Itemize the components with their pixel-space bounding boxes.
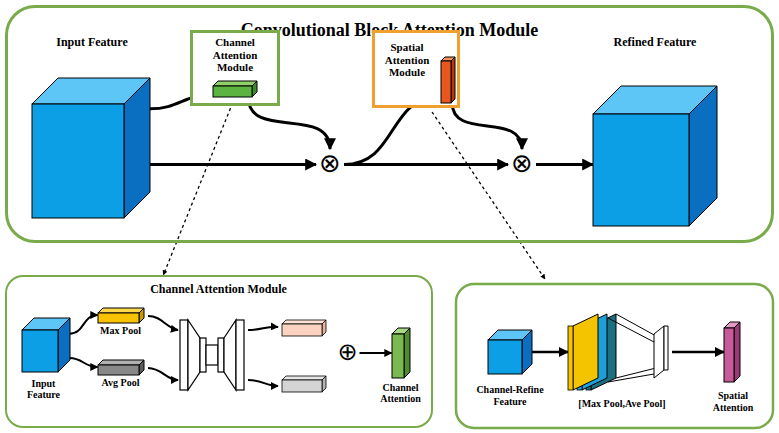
block-figure xyxy=(441,57,455,103)
side-face xyxy=(522,330,532,374)
front-face xyxy=(98,365,139,375)
flow-arrow xyxy=(532,351,568,354)
feature-cube: Input Feature xyxy=(12,318,76,413)
side-face xyxy=(124,78,150,218)
feature-slab xyxy=(573,314,598,390)
flow-arrow xyxy=(70,315,98,334)
spatial-module-frame xyxy=(456,284,773,428)
node-label: Avg Pool xyxy=(92,377,150,389)
flow-arrow xyxy=(360,352,392,354)
zoom-leader xyxy=(432,112,545,279)
block-figure xyxy=(98,308,144,323)
flow-arrow xyxy=(148,316,278,386)
node-label: Channel Attention Module xyxy=(195,36,275,74)
node-label: Channel-Refine Feature xyxy=(470,384,550,407)
operator-symbol: ⊗ xyxy=(316,149,344,177)
attention-map: Channel Attention xyxy=(372,322,430,417)
front-face xyxy=(441,61,451,103)
mlp-symbol xyxy=(180,320,244,390)
flow-arrow xyxy=(452,103,522,149)
attention-map: Spatial Attention xyxy=(700,322,766,422)
side-face xyxy=(139,308,144,323)
attention-module-box: Spatial Attention Module xyxy=(372,30,460,108)
side-face xyxy=(404,328,410,378)
side-face xyxy=(252,81,257,97)
side-face xyxy=(734,322,740,382)
front-face xyxy=(98,313,139,323)
feature-cube: Channel-Refine Feature xyxy=(470,330,550,420)
outer-frame: Convolutional Block Attention ModuleInpu… xyxy=(5,5,774,243)
flow-arrow xyxy=(70,358,98,367)
side-face xyxy=(689,86,717,226)
flow-arrow xyxy=(344,163,508,166)
feature-cube: Input Feature xyxy=(22,36,162,221)
front-face xyxy=(22,330,58,372)
front-face xyxy=(392,334,404,378)
conv-line xyxy=(608,374,654,382)
pooled-vector xyxy=(282,320,326,336)
block-figure xyxy=(593,86,717,226)
attention-module-box: Channel Attention Module xyxy=(190,30,280,106)
block-figure xyxy=(213,81,257,97)
flow-arrow xyxy=(536,163,593,166)
zoom-leader xyxy=(163,97,235,275)
pool-vector: Avg Pool xyxy=(92,360,150,394)
top-face xyxy=(98,360,144,365)
block-figure xyxy=(22,318,70,372)
node-label: [Max Pool,Ave Pool] xyxy=(562,398,682,410)
front-face xyxy=(32,104,124,218)
node-label: Channel Attention Module xyxy=(7,283,430,297)
block-figure xyxy=(32,78,150,218)
top-face xyxy=(98,308,144,313)
block-figure xyxy=(724,322,740,382)
node-label: Refined Feature xyxy=(585,36,725,50)
multiply-operator: ⊗ xyxy=(316,149,344,180)
top-face xyxy=(213,81,257,86)
operator-symbol: ⊕ xyxy=(336,340,360,364)
conv-line xyxy=(616,368,656,378)
multiply-operator: ⊗ xyxy=(508,149,536,180)
front-face xyxy=(488,340,522,374)
operator-symbol: ⊗ xyxy=(508,149,536,177)
pooled-vector xyxy=(282,376,326,392)
pooled-maps-figure xyxy=(568,312,672,392)
pool-vector: Max Pool xyxy=(92,308,150,342)
conv-line xyxy=(608,318,654,342)
node-label: Spatial Attention Module xyxy=(375,41,439,79)
conv-output-slab xyxy=(664,326,668,370)
side-face xyxy=(58,318,70,372)
node-label: Input Feature xyxy=(19,378,69,401)
pooled-maps-conv: [Max Pool,Ave Pool] xyxy=(562,312,682,424)
front-face xyxy=(724,328,734,382)
node-label: Channel Attention xyxy=(372,382,430,405)
module-detail-frame: Channel Attention ModuleInput Feature Max… xyxy=(5,275,433,428)
block-figure xyxy=(98,360,144,375)
side-face xyxy=(139,360,144,375)
node-label: Input Feature xyxy=(22,36,162,50)
feature-slab xyxy=(568,326,573,390)
side-face xyxy=(451,57,455,103)
front-face xyxy=(213,86,252,97)
conv-output-slab xyxy=(654,326,664,378)
block-figure xyxy=(392,328,410,378)
feature-cube: Refined Feature xyxy=(585,36,725,231)
node-label: Max Pool xyxy=(92,325,150,337)
node-label: Spatial Attention xyxy=(700,390,766,413)
front-face xyxy=(593,114,689,226)
flow-arrow xyxy=(150,163,316,166)
block-figure xyxy=(488,330,532,374)
flow-arrow xyxy=(672,351,724,354)
sum-operator: ⊕ xyxy=(336,340,360,367)
